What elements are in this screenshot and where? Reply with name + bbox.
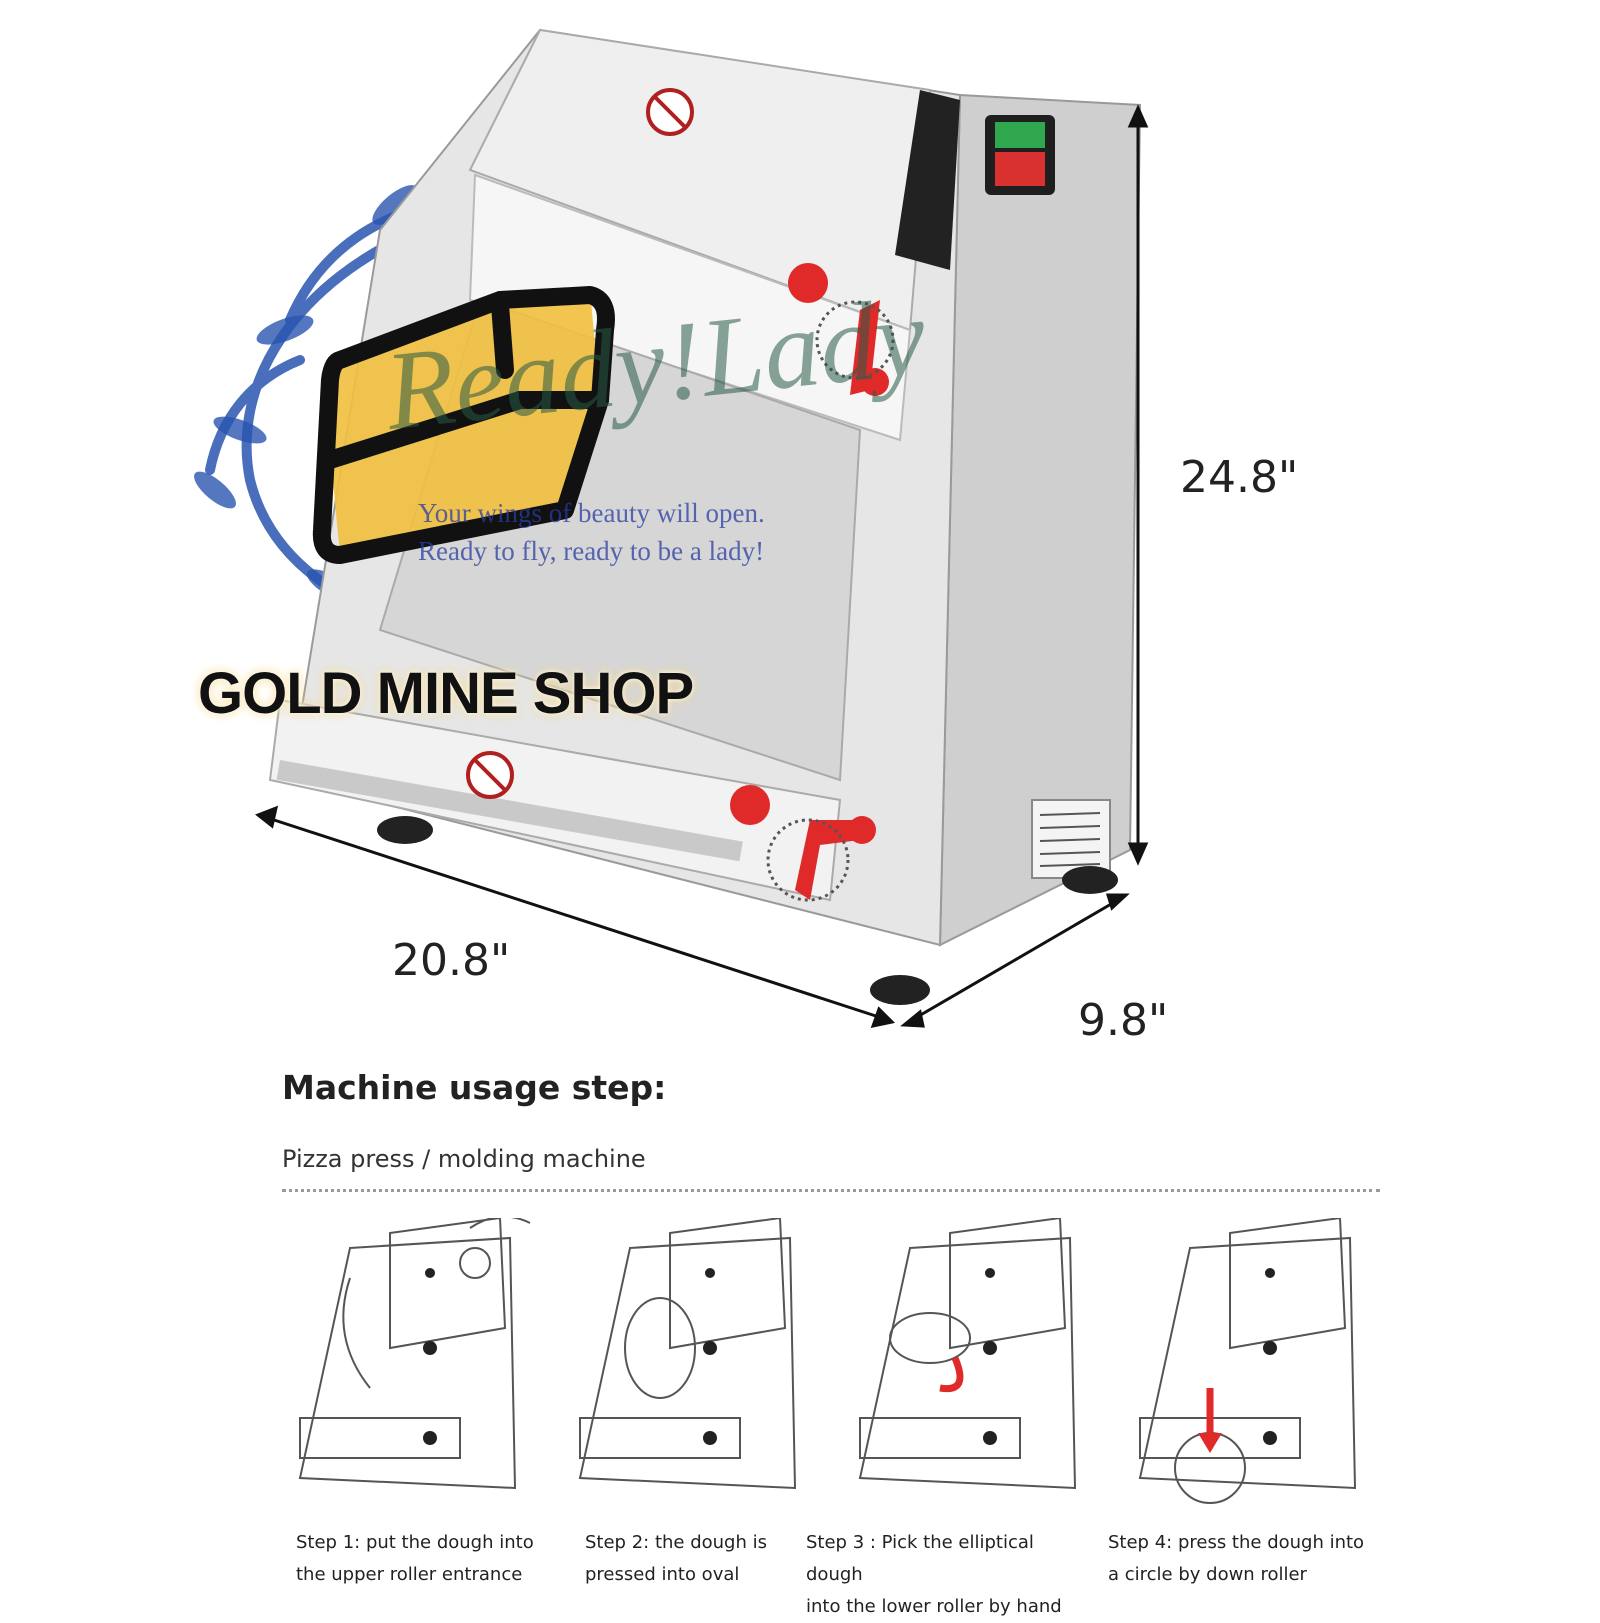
step-4-caption: Step 4: press the dough into a circle by… bbox=[1108, 1527, 1388, 1591]
step-1-line2: the upper roller entrance bbox=[296, 1564, 523, 1585]
dotted-divider bbox=[282, 1189, 1380, 1192]
step-3-line2: into the lower roller by hand bbox=[806, 1596, 1062, 1617]
usage-subtitle: Pizza press / molding machine bbox=[282, 1145, 646, 1173]
step-1-illustration bbox=[298, 1218, 531, 1490]
step-1-caption: Step 1: put the dough into the upper rol… bbox=[296, 1527, 556, 1591]
lower-adjust-knob bbox=[730, 785, 770, 825]
step-2-line1: Step 2: the dough is bbox=[585, 1532, 767, 1553]
rotate-arrow-icon bbox=[939, 1356, 964, 1393]
upper-adjust-knob bbox=[788, 263, 828, 303]
step-2-caption: Step 2: the dough is pressed into oval bbox=[585, 1527, 845, 1591]
watermark-tagline-2: Ready to fly, ready to be a lady! bbox=[418, 536, 765, 566]
product-image bbox=[194, 28, 1149, 1029]
step-4-line2: a circle by down roller bbox=[1108, 1564, 1307, 1585]
width-dimension: 20.8" bbox=[392, 935, 511, 986]
step-2-line2: pressed into oval bbox=[585, 1564, 740, 1585]
depth-dimension: 9.8" bbox=[1078, 995, 1169, 1046]
step-2-illustration bbox=[578, 1218, 797, 1490]
gold-box-logo bbox=[312, 286, 615, 564]
foot bbox=[377, 816, 433, 844]
foot bbox=[870, 975, 930, 1005]
watermark-tagline-1: Your wings of beauty will open. bbox=[418, 498, 765, 528]
foot bbox=[1062, 866, 1118, 894]
step-1-line1: Step 1: put the dough into bbox=[296, 1532, 534, 1553]
step-3-line1: Step 3 : Pick the elliptical dough bbox=[806, 1532, 1034, 1585]
step-4-illustration bbox=[1138, 1218, 1357, 1504]
lower-handle bbox=[795, 820, 870, 900]
usage-title: Machine usage step: bbox=[282, 1068, 667, 1107]
height-dimension: 24.8" bbox=[1180, 452, 1299, 503]
step-3-caption: Step 3 : Pick the elliptical dough into … bbox=[806, 1527, 1096, 1623]
step-3-illustration bbox=[858, 1218, 1077, 1490]
step-4-line1: Step 4: press the dough into bbox=[1108, 1532, 1365, 1553]
dimension-lines bbox=[255, 104, 1149, 1029]
shop-name: GOLD MINE SHOP bbox=[198, 661, 694, 726]
upper-handle bbox=[850, 300, 880, 395]
